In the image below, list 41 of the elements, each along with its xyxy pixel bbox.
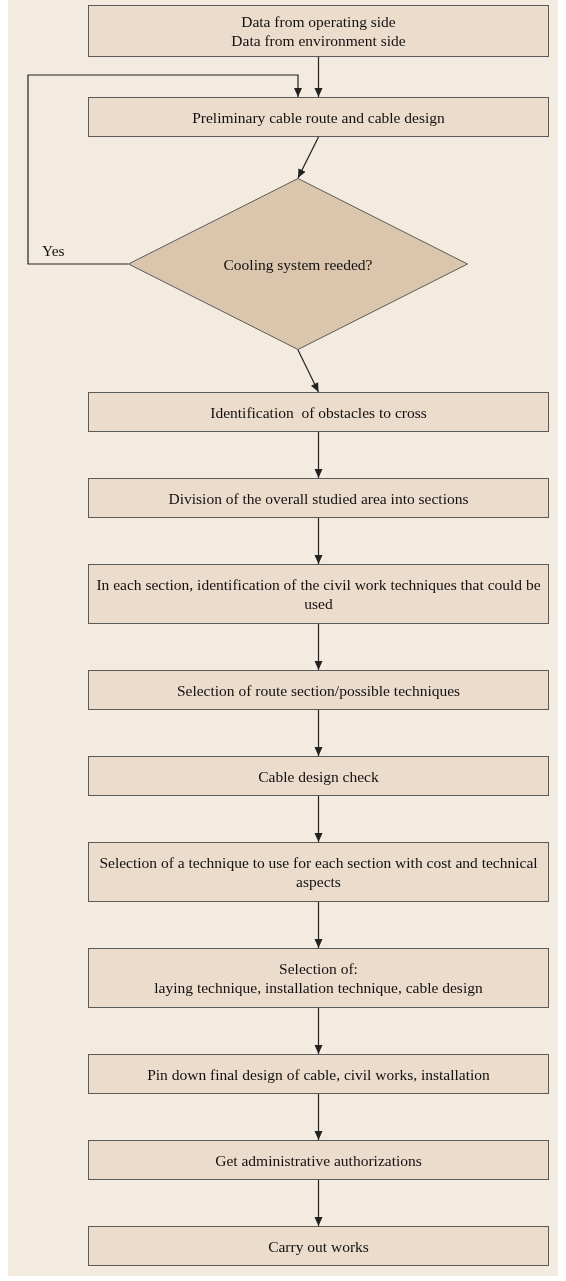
arrow [27, 74, 302, 265]
step-text: Carry out works [268, 1236, 369, 1256]
arrow [314, 901, 323, 949]
arrow [314, 56, 323, 98]
arrow [297, 136, 320, 179]
step-text: laying technique, installation technique, cable design [154, 978, 483, 997]
step-text: Selection of route section/possible techniques [176, 680, 461, 700]
process-box [88, 564, 549, 624]
decision-diamond [128, 178, 468, 350]
process-box [88, 670, 549, 710]
step-text: Preliminary cable route and cable design [192, 107, 445, 127]
arrow [314, 795, 323, 843]
arrow [314, 1179, 323, 1227]
process-box [88, 5, 549, 57]
process-box [88, 1140, 549, 1180]
process-box [88, 392, 549, 432]
step-text: Pin down final design of cable, civil works, installation [147, 1064, 490, 1084]
step-text: Selection of: [279, 959, 358, 978]
step-text: Cable design check [258, 766, 379, 786]
step-text: Selection of a technique to use for each section with cost and technical aspects [98, 853, 539, 891]
step-text: Data from environment side [231, 31, 406, 50]
arrow [314, 431, 323, 479]
step-text: Get administrative authorizations [215, 1150, 422, 1170]
arrow [297, 349, 320, 393]
step-text: In each section, identification of the civil work techniques that could be used [95, 575, 542, 613]
arrow [314, 709, 323, 757]
step-text: Identification of obstacles to cross [210, 402, 427, 422]
process-box [88, 97, 549, 137]
process-box [88, 842, 549, 902]
step-text: Cooling system reeded? [223, 254, 373, 274]
process-box [88, 1054, 549, 1094]
arrow [314, 623, 323, 671]
step-text: Division of the overall studied area into sections [168, 488, 469, 508]
process-box [88, 478, 549, 518]
process-box [88, 1226, 549, 1266]
step-text: Data from operating side [241, 12, 396, 31]
process-box [88, 756, 549, 796]
process-box [88, 948, 549, 1008]
arrow [314, 1093, 323, 1141]
arrow [314, 517, 323, 565]
arrow [314, 1007, 323, 1055]
